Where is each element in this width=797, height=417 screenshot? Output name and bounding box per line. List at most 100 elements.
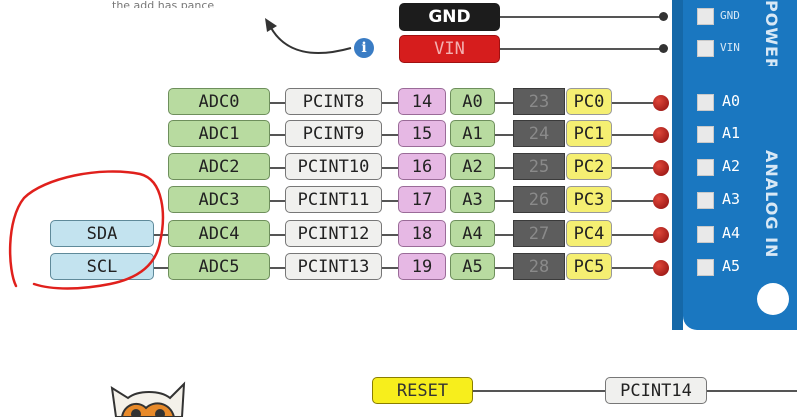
gnd-header-pin [697,8,714,25]
port-label: PC2 [566,153,612,180]
port-label: PC0 [566,88,612,115]
board-header-pin [697,126,714,143]
reset-wire-right [707,390,797,392]
board-pin-label: A3 [722,190,741,208]
analog-wire [495,134,513,136]
board-edge [672,0,683,330]
gnd-label: GND [399,3,500,31]
i2c-label: SDA [50,220,154,247]
hand-drawn-circle-annotation [8,170,165,290]
pcint-wire [382,267,398,269]
pin-connector-dot [653,160,669,176]
vin-header-pin [697,40,714,57]
adc-label: ADC5 [168,253,270,280]
pin-connector-dot [653,227,669,243]
board-header-pin [697,259,714,276]
adc-wire [270,134,285,136]
port-wire [612,200,662,202]
curved-arrow-icon [265,18,352,54]
pcint-wire [382,200,398,202]
pcint-label: PCINT8 [285,88,382,115]
pin-connector-dot [653,95,669,111]
pcint-label: PCINT12 [285,220,382,247]
info-icon[interactable]: i [354,38,374,58]
adc-label: ADC0 [168,88,270,115]
vin-wire [500,48,663,50]
port-label: PC1 [566,120,612,147]
adc-wire [270,102,285,104]
board-header-pin [697,159,714,176]
digital-pin-label: 18 [398,220,446,247]
pcint-label: PCINT10 [285,153,382,180]
digital-pin-label: 19 [398,253,446,280]
digital-pin-label: 17 [398,186,446,213]
pcint-label: PCINT11 [285,186,382,213]
pcint-wire [382,167,398,169]
board-vin-label: VIN [720,41,740,54]
gnd-wire [500,16,663,18]
pin-connector-dot [653,260,669,276]
pin-connector-dot [653,193,669,209]
port-wire [612,102,662,104]
physical-pin-label: 28 [513,253,565,280]
board-pin-label: A0 [722,92,741,110]
gnd-wire-dot [659,12,668,21]
board-header-pin [697,94,714,111]
analog-pin-label: A3 [450,186,495,213]
analog-pin-label: A4 [450,220,495,247]
analog-pin-label: A2 [450,153,495,180]
pcint-wire [382,234,398,236]
port-label: PC3 [566,186,612,213]
pin-connector-dot [653,127,669,143]
analog-wire [495,167,513,169]
adc-wire [270,167,285,169]
reset-pcint-label: PCINT14 [605,377,707,404]
reset-wire [473,390,605,392]
top-caption: the add has pance [112,0,215,8]
owl-mascot-icon [110,381,186,417]
port-wire [612,267,662,269]
board-gnd-label: GND [720,9,740,22]
physical-pin-label: 26 [513,186,565,213]
board-pin-label: A4 [722,224,741,242]
board-header-pin [697,192,714,209]
adc-label: ADC4 [168,220,270,247]
reset-label: RESET [372,377,473,404]
analog-pin-label: A0 [450,88,495,115]
analog-wire [495,234,513,236]
adc-label: ADC2 [168,153,270,180]
vin-wire-dot [659,44,668,53]
port-wire [612,167,662,169]
port-label: PC5 [566,253,612,280]
analog-wire [495,267,513,269]
digital-pin-label: 15 [398,120,446,147]
physical-pin-label: 27 [513,220,565,247]
adc-wire [270,200,285,202]
adc-wire [270,267,285,269]
physical-pin-label: 24 [513,120,565,147]
pcint-wire [382,134,398,136]
mounting-hole [757,283,789,315]
i2c-wire [154,267,168,269]
port-wire [612,134,662,136]
port-label: PC4 [566,220,612,247]
pcint-label: PCINT9 [285,120,382,147]
physical-pin-label: 23 [513,88,565,115]
digital-pin-label: 14 [398,88,446,115]
analog-pin-label: A1 [450,120,495,147]
vin-label: VIN [399,35,500,63]
board-pin-label: A1 [722,124,741,142]
adc-wire [270,234,285,236]
digital-pin-label: 16 [398,153,446,180]
analog-wire [495,102,513,104]
board-header-pin [697,226,714,243]
adc-label: ADC1 [168,120,270,147]
physical-pin-label: 25 [513,153,565,180]
adc-label: ADC3 [168,186,270,213]
pcint-label: PCINT13 [285,253,382,280]
analog-header-title: ANALOG IN [762,150,781,259]
analog-pin-label: A5 [450,253,495,280]
board-pin-label: A2 [722,157,741,175]
board-pin-label: A5 [722,257,741,275]
